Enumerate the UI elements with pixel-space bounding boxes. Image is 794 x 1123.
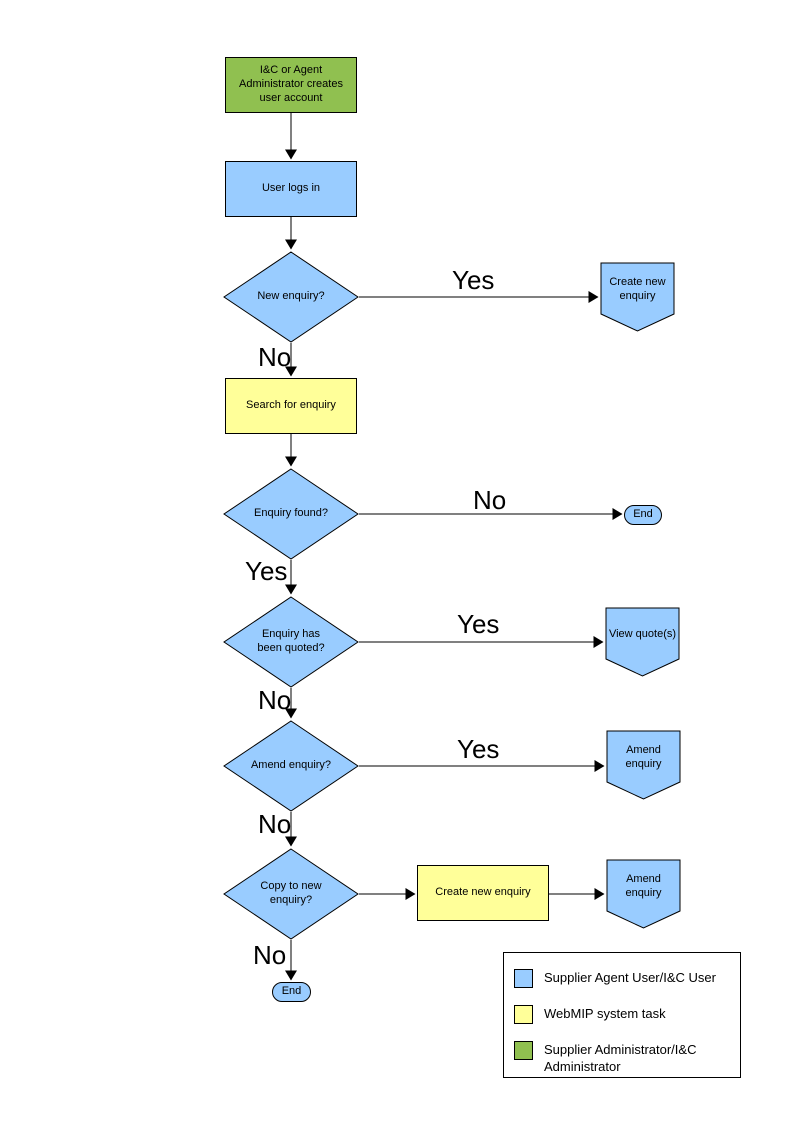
legend-item-admin: Supplier Administrator/I&C Administrator <box>514 1041 734 1076</box>
pentagon-shape <box>605 607 680 677</box>
task-create-new-enquiry: Create new enquiry <box>417 865 549 921</box>
node-label: Create new enquiry <box>609 276 666 302</box>
node-label: I&C or Agent Administrator creates user … <box>239 64 343 104</box>
edge-label-yes-quoted: Yes <box>457 609 500 639</box>
decision-amend-enquiry: Amend enquiry? <box>223 720 359 812</box>
legend-swatch-user <box>514 969 533 988</box>
legend-swatch-admin <box>514 1041 533 1060</box>
edge-label-no-amend: No <box>258 809 292 839</box>
node-label: End <box>633 508 653 521</box>
offpage-create-new-enquiry: Create new enquiry <box>600 262 675 332</box>
node-label: Amend enquiry <box>625 873 662 899</box>
decision-enquiry-found: Enquiry found? <box>223 468 359 560</box>
node-label: New enquiry? <box>257 290 325 303</box>
offpage-amend-enquiry-1: Amend enquiry <box>606 730 681 800</box>
node-label: Create new enquiry <box>435 886 531 899</box>
node-label: View quote(s) <box>608 628 677 641</box>
legend-item-system: WebMIP system task <box>514 1005 734 1024</box>
diamond-shape <box>223 596 359 688</box>
edge-label-no-quoted: No <box>258 685 292 715</box>
task-search-for-enquiry: Search for enquiry <box>225 378 357 434</box>
decision-new-enquiry: New enquiry? <box>223 251 359 343</box>
process-user-logs-in: User logs in <box>225 161 357 217</box>
node-label: Enquiry found? <box>254 507 328 520</box>
diamond-shape <box>223 251 359 343</box>
offpage-view-quotes: View quote(s) <box>605 607 680 677</box>
node-label: Amend enquiry? <box>250 759 332 772</box>
terminator-end-right: End <box>624 505 662 525</box>
pentagon-shape <box>606 859 681 929</box>
pentagon-shape <box>606 730 681 800</box>
node-label: End <box>281 985 302 998</box>
decision-enquiry-quoted: Enquiry has been quoted? <box>223 596 359 688</box>
diamond-shape <box>223 848 359 940</box>
diamond-shape <box>223 720 359 812</box>
process-admin-creates-account: I&C or Agent Administrator creates user … <box>225 57 357 113</box>
legend-label: WebMIP system task <box>544 1006 666 1021</box>
edge-label-no-enquiry-found: No <box>473 485 507 515</box>
edge-label-no-copy: No <box>253 940 287 970</box>
legend-label: Supplier Agent User/I&C User <box>544 970 716 985</box>
node-label: Enquiry has been quoted? <box>257 628 325 654</box>
decision-copy-to-new-enquiry: Copy to new enquiry? <box>223 848 359 940</box>
node-label: Search for enquiry <box>246 399 336 412</box>
edge-label-yes-amend: Yes <box>457 734 500 764</box>
legend: Supplier Agent User/I&C User WebMIP syst… <box>503 952 741 1078</box>
edge-label-yes-new-enquiry: Yes <box>452 265 495 295</box>
node-label: Copy to new enquiry? <box>260 880 322 906</box>
legend-swatch-system <box>514 1005 533 1024</box>
offpage-amend-enquiry-2: Amend enquiry <box>606 859 681 929</box>
edge-label-yes-enquiry-found: Yes <box>245 556 288 586</box>
legend-label: Supplier Administrator/I&C Administrator <box>544 1042 697 1074</box>
diamond-shape <box>223 468 359 560</box>
pentagon-shape <box>600 262 675 332</box>
node-label: User logs in <box>261 182 321 195</box>
node-label: Amend enquiry <box>625 744 662 770</box>
terminator-end-bottom: End <box>272 982 311 1002</box>
edge-label-no-new-enquiry: No <box>258 342 292 372</box>
legend-item-user: Supplier Agent User/I&C User <box>514 969 734 988</box>
